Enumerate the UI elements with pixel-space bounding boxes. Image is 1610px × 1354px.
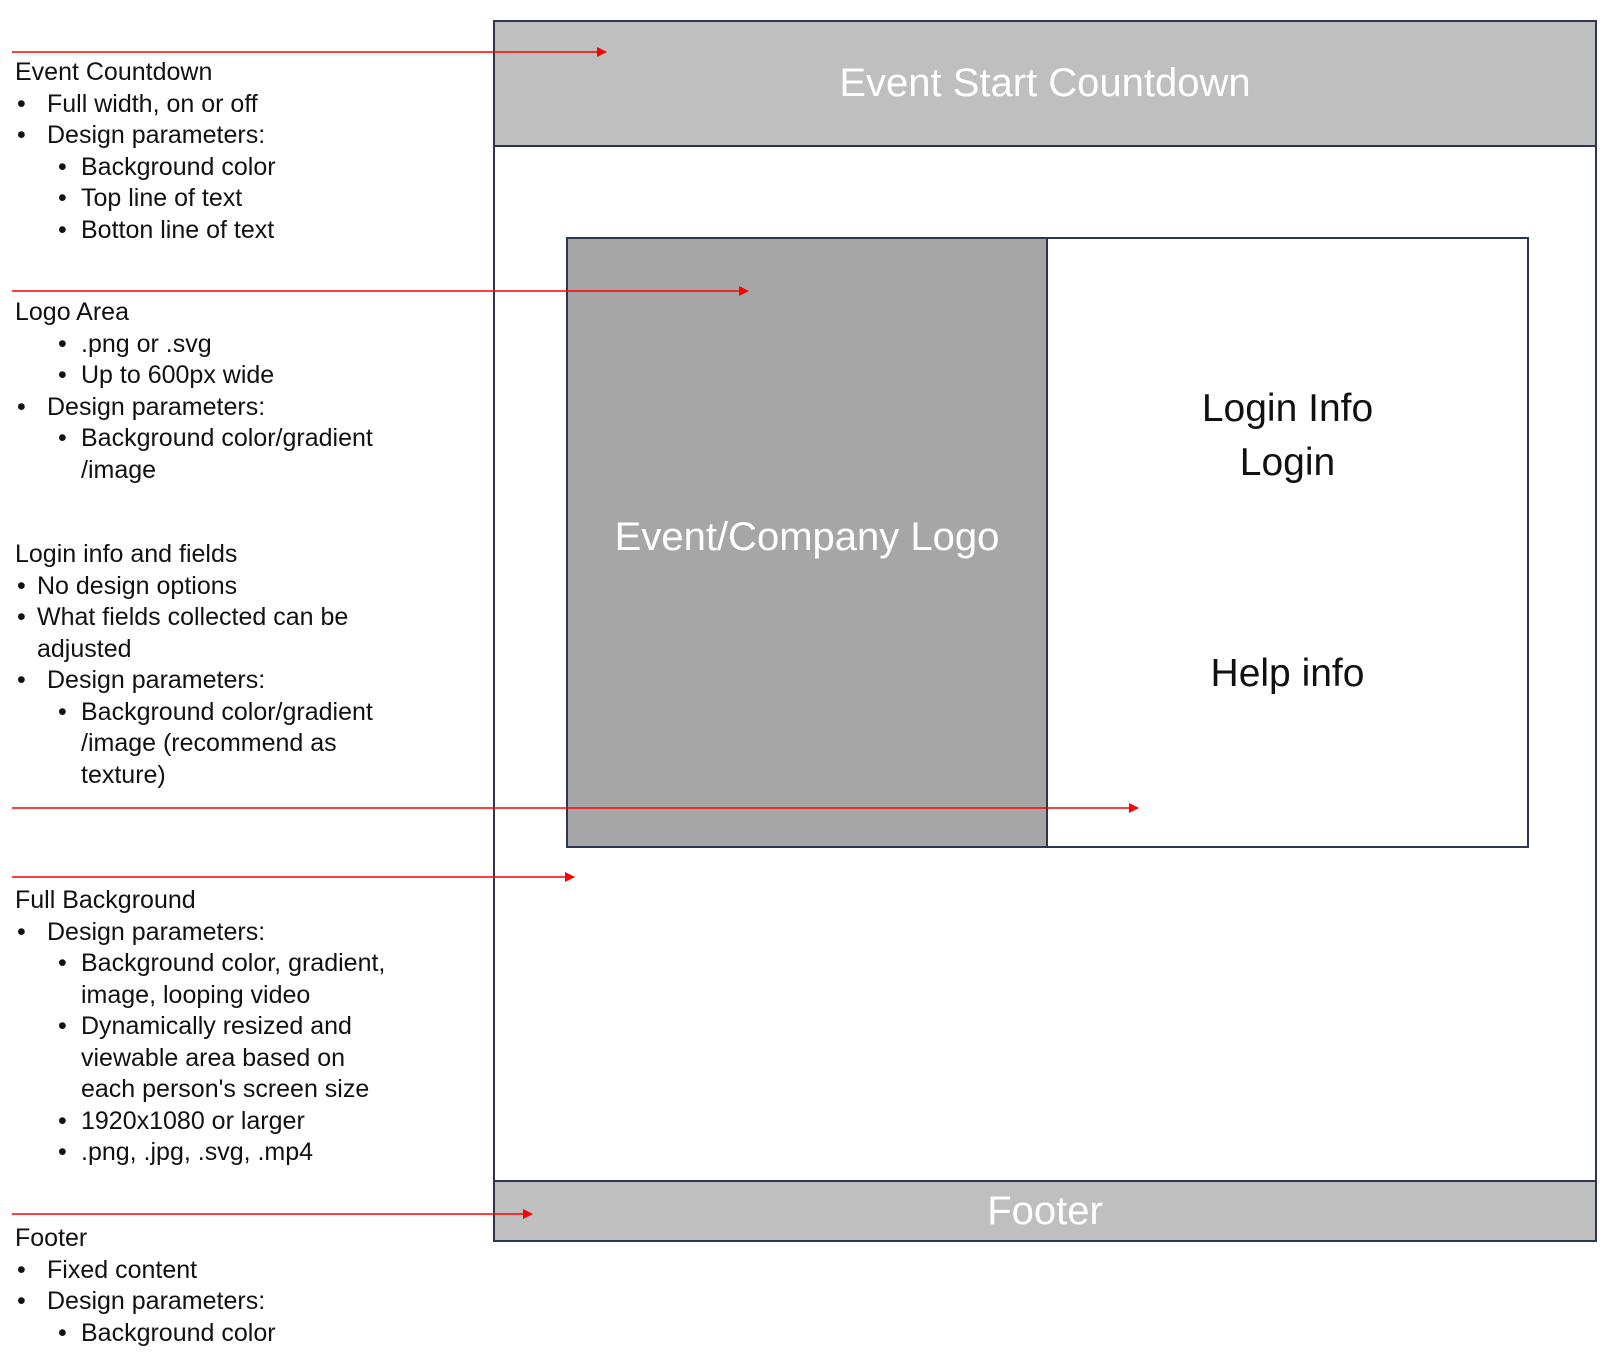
help-info-text: Help info bbox=[1210, 652, 1365, 695]
footer-bar: Footer bbox=[495, 1180, 1595, 1240]
page-mockup-frame: Event Start Countdown Event/Company Logo… bbox=[493, 20, 1597, 1242]
bullet-text: Design parameters: bbox=[47, 1287, 266, 1315]
bullet-text: Botton line of text bbox=[81, 215, 275, 244]
annotation-bullet: Up to 600px wide bbox=[15, 360, 373, 392]
bullet-text: Top line of text bbox=[81, 184, 243, 212]
login-label: Login bbox=[1239, 441, 1336, 484]
annotation-bullet: Top line of text bbox=[15, 183, 276, 215]
countdown-annotation: Event Countdown Full width, on or offDes… bbox=[15, 57, 276, 246]
annotation-bullet: Design parameters: bbox=[15, 120, 276, 152]
annotation-list: .png or .svg Up to 600px wideDesign param… bbox=[15, 329, 373, 487]
annotation-heading: Event Countdown bbox=[15, 58, 213, 86]
annotation-list: No design optionsWhat fields collected c… bbox=[15, 571, 373, 792]
bullet-text: Background color bbox=[81, 152, 276, 181]
bullet-text: Dynamically resized and bbox=[81, 1012, 352, 1040]
login-annotation: Login info and fields No design optionsW… bbox=[15, 539, 373, 791]
annotation-bullet: No design options bbox=[15, 571, 373, 603]
annotation-bullet: Background color/gradient/image (recomme… bbox=[15, 697, 373, 792]
bullet-text: /image bbox=[81, 455, 157, 484]
annotation-bullet: Dynamically resized and viewable area bas… bbox=[15, 1011, 385, 1106]
annotation-bullet: Design parameters: bbox=[15, 665, 373, 697]
bullet-text: texture) bbox=[81, 760, 166, 789]
bullet-text: Design parameters: bbox=[47, 917, 266, 946]
annotation-heading: Full Background bbox=[15, 886, 196, 914]
bullet-text: Background color, gradient, bbox=[81, 949, 386, 977]
annotation-bullet: 1920x1080 or larger bbox=[15, 1106, 385, 1138]
login-info-title: Login Info bbox=[1201, 387, 1374, 430]
login-area: Login Info Login Help info bbox=[1048, 239, 1527, 846]
annotation-bullet: .png or .svg bbox=[15, 329, 373, 361]
annotation-list: Full width, on or offDesign parameters: B… bbox=[15, 89, 276, 247]
bullet-text: image, looping video bbox=[81, 980, 311, 1009]
countdown-bar: Event Start Countdown bbox=[495, 22, 1595, 147]
annotation-bullet: Background color, gradient, image, loopin… bbox=[15, 948, 385, 1011]
annotation-heading: Footer bbox=[15, 1224, 88, 1252]
bullet-text: Background color/gradient bbox=[81, 424, 373, 452]
bullet-text: .png, .jpg, .svg, .mp4 bbox=[81, 1138, 314, 1166]
annotation-bullet: Background color/gradient/image bbox=[15, 423, 373, 486]
countdown-text: Event Start Countdown bbox=[839, 61, 1251, 105]
bullet-text: /image (recommend as bbox=[81, 729, 337, 757]
bullet-text: Up to 600px wide bbox=[81, 361, 275, 389]
bullet-text: Fixed content bbox=[47, 1255, 198, 1284]
bullet-text: Full width, on or off bbox=[47, 89, 258, 118]
bullet-text: .png or .svg bbox=[81, 329, 212, 358]
bullet-text: Design parameters: bbox=[47, 666, 266, 694]
footer-text: Footer bbox=[987, 1188, 1103, 1233]
logo-annotation: Logo Area .png or .svg Up to 600px wideDe… bbox=[15, 297, 373, 486]
bullet-text: Background color/gradient bbox=[81, 697, 373, 726]
annotation-list: Fixed contentDesign parameters: Backgroun… bbox=[15, 1255, 276, 1350]
annotation-bullet: Design parameters: bbox=[15, 917, 385, 949]
annotation-bullet: Background color bbox=[15, 1318, 276, 1350]
bullet-text: Design parameters: bbox=[47, 392, 266, 421]
bullet-text: 1920x1080 or larger bbox=[81, 1106, 305, 1135]
annotation-bullet: Design parameters: bbox=[15, 1286, 276, 1318]
bullet-text: What fields collected can be bbox=[37, 603, 349, 631]
annotation-heading: Logo Area bbox=[15, 298, 129, 326]
bullet-text: No design options bbox=[37, 571, 238, 600]
logo-area: Event/Company Logo bbox=[568, 239, 1048, 846]
bullet-text: each person's screen size bbox=[81, 1075, 370, 1103]
bullet-text: viewable area based on bbox=[81, 1043, 346, 1072]
login-card: Event/Company Logo Login Info Login Help… bbox=[566, 237, 1529, 848]
annotation-bullet: Botton line of text bbox=[15, 215, 276, 247]
bullet-text: Background color bbox=[81, 1318, 276, 1347]
annotation-bullet: Fixed content bbox=[15, 1255, 276, 1287]
annotation-list: Design parameters:Background color, grad… bbox=[15, 917, 385, 1169]
annotation-bullet: Background color bbox=[15, 152, 276, 184]
annotation-bullet: What fields collected can be adjusted bbox=[15, 602, 373, 665]
annotation-heading: Login info and fields bbox=[15, 540, 238, 568]
background-annotation: Full Background Design parameters:Backgr… bbox=[15, 885, 385, 1169]
bullet-text: adjusted bbox=[37, 634, 132, 663]
annotation-bullet: .png, .jpg, .svg, .mp4 bbox=[15, 1137, 385, 1169]
footer-annotation: Footer Fixed contentDesign parameters: Ba… bbox=[15, 1223, 276, 1349]
bullet-text: Design parameters: bbox=[47, 121, 266, 149]
logo-placeholder-text: Event/Company Logo bbox=[614, 515, 1000, 559]
annotation-bullet: Design parameters: bbox=[15, 392, 373, 424]
annotation-bullet: Full width, on or off bbox=[15, 89, 276, 121]
